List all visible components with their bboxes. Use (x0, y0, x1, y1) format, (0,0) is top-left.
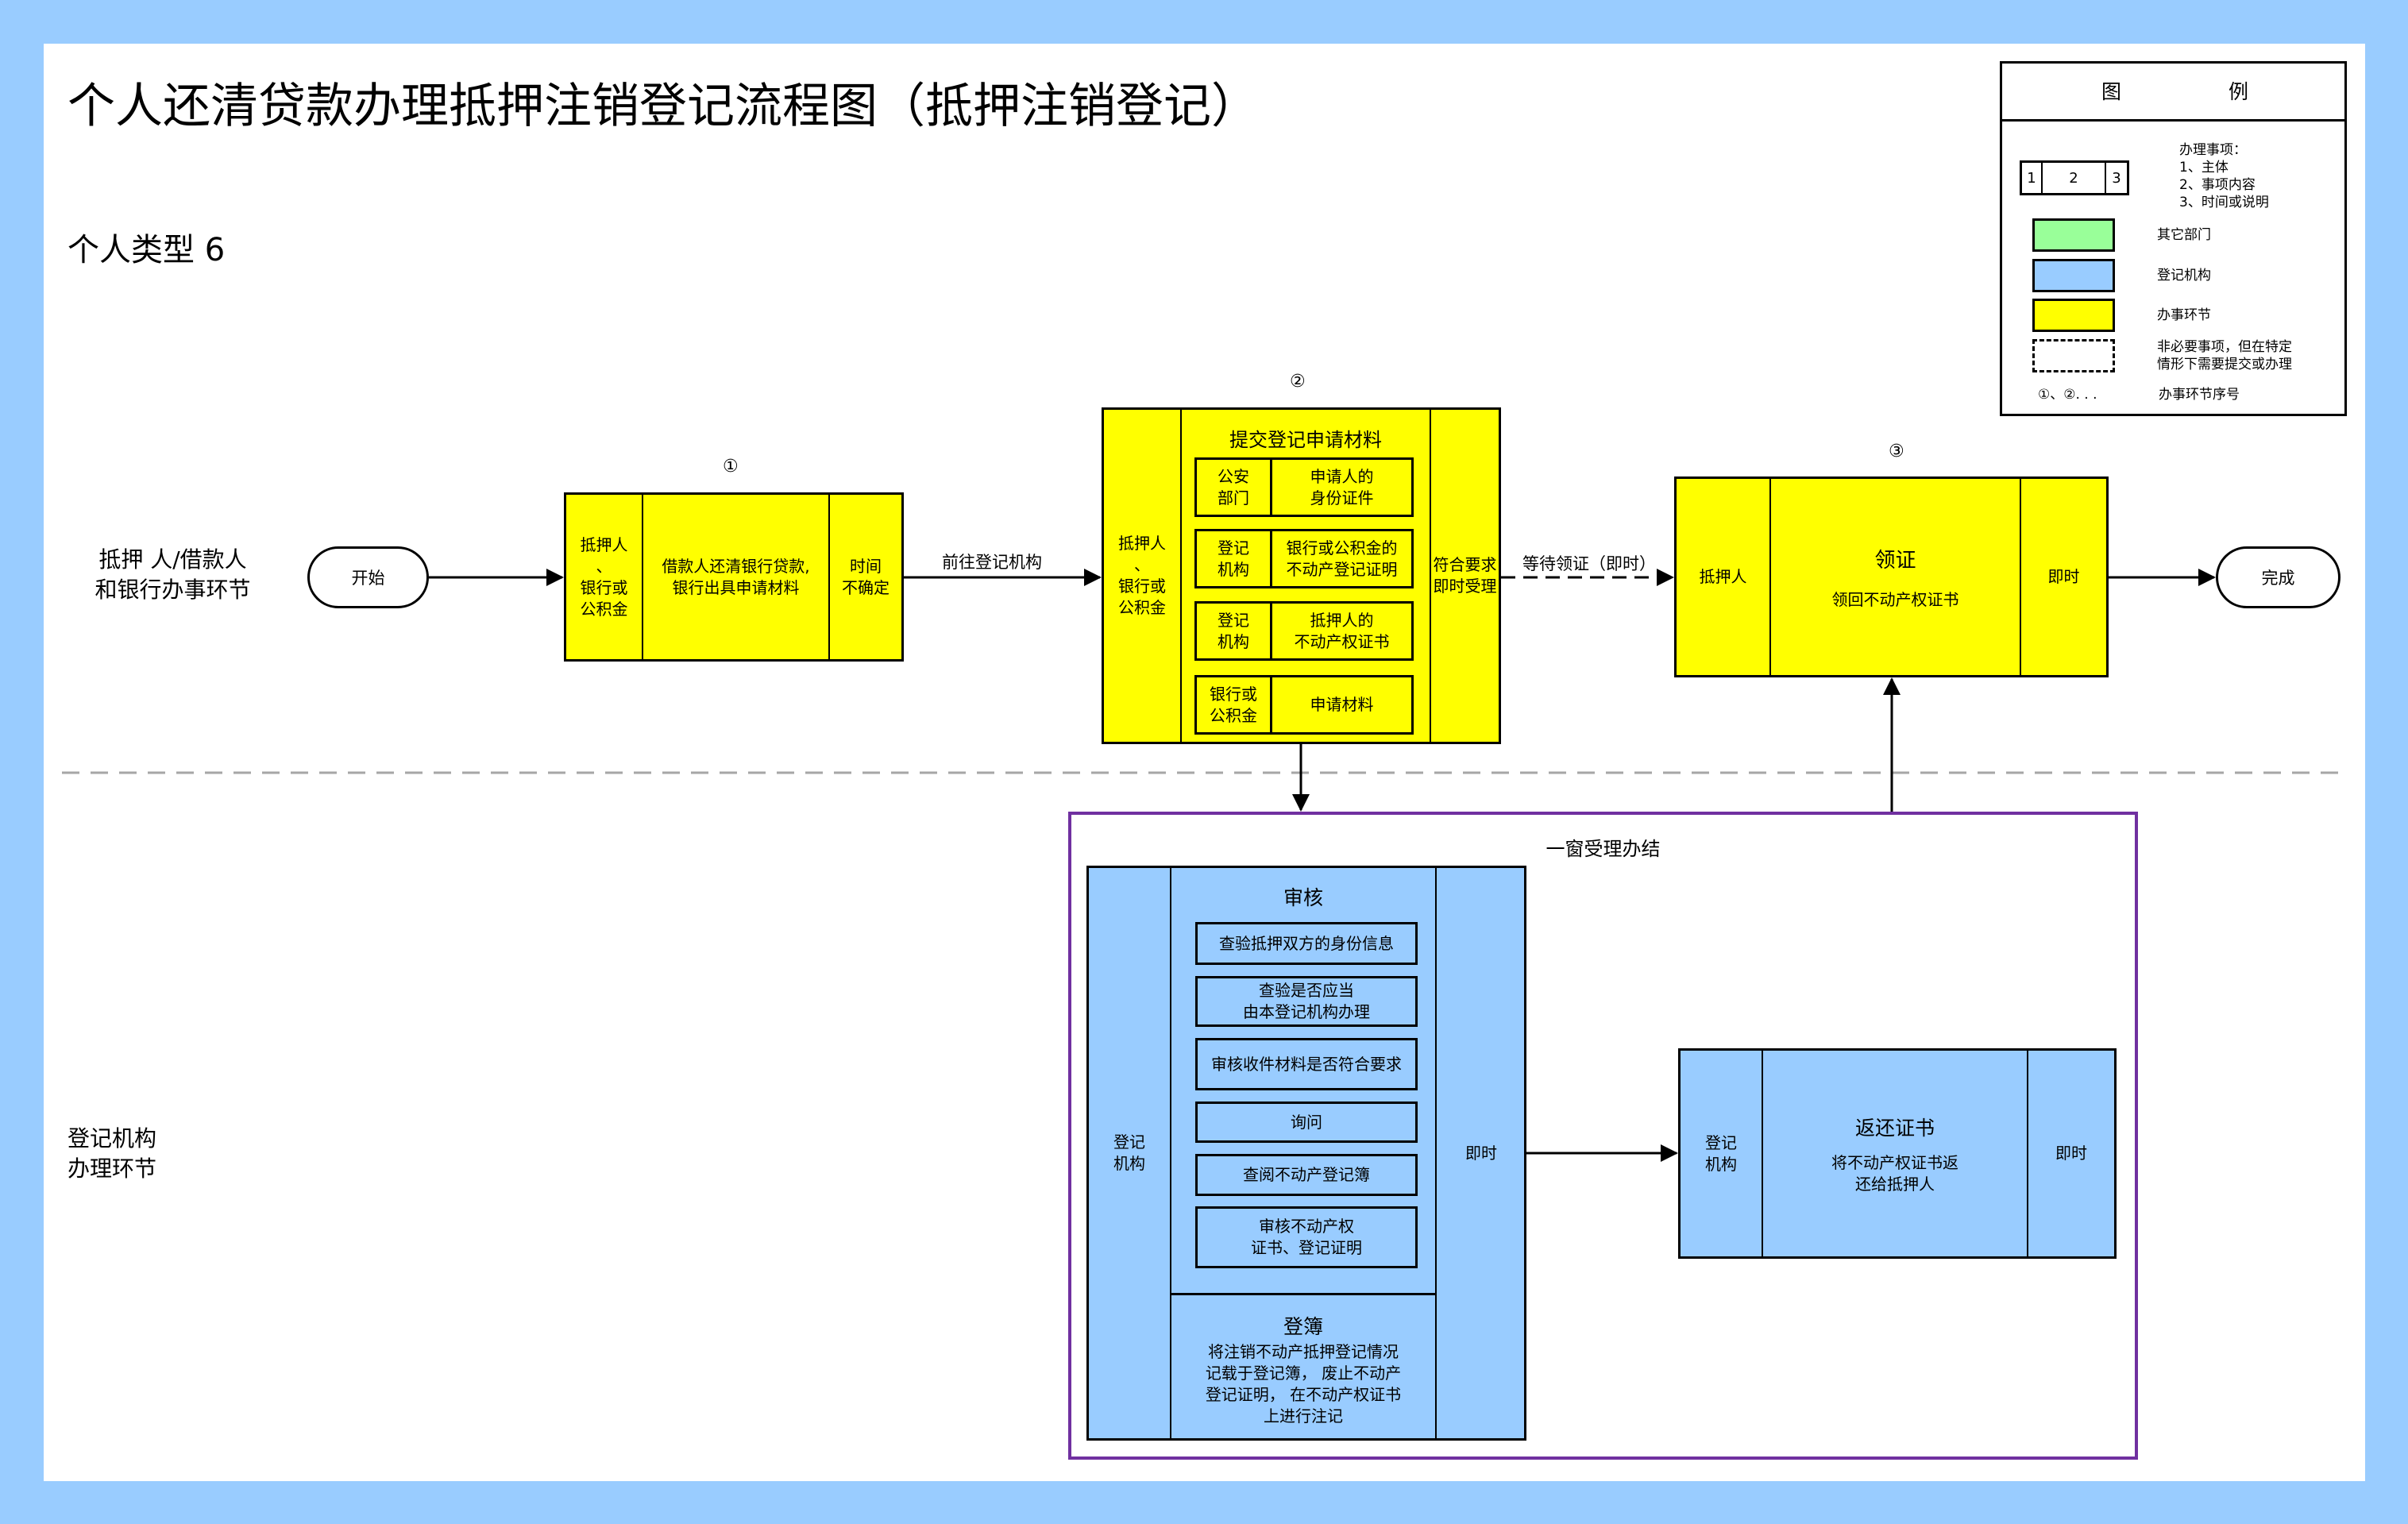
legend-swatch-blue (2032, 259, 2115, 292)
step2-heading: 提交登记申请材料 (1229, 429, 1382, 451)
step2-actor: 抵押人 、 银行或 公积金 (1118, 534, 1166, 617)
step-number-3: ③ (1889, 442, 1904, 461)
material-item: 公安 部门 申请人的 身份证件 (1194, 457, 1414, 517)
review-content: 审核 查验抵押双方的身份信息 查验是否应当 由本登记机构办理 审核收件材料是否符… (1170, 868, 1437, 1438)
legend-sequence-sample: ①、②. . . (2038, 387, 2097, 403)
step2-time: 符合要求 即时受理 (1430, 410, 1499, 742)
edge-label-wait-for-certificate: 等待领证（即时） (1522, 554, 1656, 573)
legend-title-left: 图 (2101, 80, 2122, 103)
legend-title-right: 例 (2229, 80, 2249, 103)
material-name: 申请材料 (1310, 695, 1374, 714)
legend-swatch-yellow (2032, 299, 2115, 332)
diagram-subtitle: 个人类型 6 (68, 232, 226, 268)
review-box: 登记 机构 审核 查验抵押双方的身份信息 查验是否应当 由本登记机构办理 审核收… (1086, 866, 1526, 1441)
return-description: 将不动产权证书返 还给抵押人 (1831, 1152, 1958, 1194)
start-label: 开始 (351, 569, 385, 588)
return-heading: 返还证书 (1854, 1116, 1935, 1140)
step3-content: 领证 领回不动产权证书 (1769, 479, 2020, 675)
material-item: 登记 机构 抵押人的 不动产权证书 (1194, 601, 1414, 661)
step2-content: 提交登记申请材料 公安 部门 申请人的 身份证件 登记 机构 银行或公积金的 不… (1180, 410, 1430, 742)
review-section: 审核 查验抵押双方的身份信息 查验是否应当 由本登记机构办理 审核收件材料是否符… (1171, 868, 1435, 1295)
material-source: 登记 机构 (1197, 531, 1272, 586)
page-title: 个人还清贷款办理抵押注销登记流程图（抵押注销登记） (68, 79, 1259, 134)
return-certificate-box: 登记 机构 返还证书 将不动产权证书返 还给抵押人 即时 (1678, 1048, 2117, 1259)
step3-heading: 领证 (1874, 548, 1916, 573)
return-time: 即时 (2055, 1144, 2087, 1163)
end-terminal: 完成 (2216, 546, 2340, 608)
step3-time: 即时 (2020, 479, 2106, 675)
return-actor: 登记 机构 (1705, 1132, 1737, 1174)
step2-box: 抵押人 、 银行或 公积金 提交登记申请材料 公安 部门 申请人的 身份证件 登… (1102, 407, 1501, 744)
review-check: 审核不动产权 证书、登记证明 (1195, 1206, 1418, 1268)
record-section: 登簿 将注销不动产抵押登记情况 记载于登记簿， 废止不动产 登记证明， 在不动产… (1171, 1295, 1435, 1438)
step1-actor: 抵押人 、 银行或 公积金 (580, 534, 628, 619)
review-time: 即时 (1465, 1143, 1497, 1163)
review-check: 询问 (1195, 1102, 1418, 1143)
review-actor: 登记 机构 (1113, 1132, 1145, 1173)
legend-label-other-dept: 其它部门 (2157, 227, 2211, 243)
review-check: 查阅不动产登记簿 (1195, 1154, 1418, 1196)
review-heading: 审核 (1283, 886, 1323, 909)
legend-sample-cell: 2 (2043, 163, 2106, 193)
step3-box: 抵押人 领证 领回不动产权证书 即时 (1674, 476, 2109, 677)
legend-label-optional: 非必要事项，但在特定 情形下需要提交或办理 (2157, 339, 2292, 372)
record-heading: 登簿 (1283, 1315, 1323, 1338)
one-window-container: 一窗受理办结 (1068, 812, 2138, 1460)
review-check: 查验抵押双方的身份信息 (1195, 922, 1418, 965)
legend-swatch-green (2032, 218, 2115, 252)
step3-description: 领回不动产权证书 (1831, 589, 1959, 609)
legend-sample-description: 办理事项： 1、主体 2、事项内容 3、时间或说明 (2179, 142, 2269, 210)
step-number-1: ① (723, 457, 739, 476)
material-source: 银行或 公积金 (1197, 677, 1272, 732)
material-source: 公安 部门 (1197, 460, 1272, 515)
legend-swatch-dashed (2032, 339, 2115, 372)
step1-time: 时间 不确定 (828, 495, 901, 659)
step-number-2: ② (1290, 372, 1306, 392)
lane-label-applicant: 抵押 人/借款人 和银行办事环节 (95, 546, 251, 603)
step1-content: 借款人还清银行贷款, 银行出具申请材料 (642, 495, 828, 659)
step3-actor: 抵押人 (1699, 567, 1747, 586)
review-check: 审核收件材料是否符合要求 (1195, 1038, 1418, 1090)
one-window-title: 一窗受理办结 (1546, 838, 1661, 860)
material-name: 申请人的 身份证件 (1310, 466, 1374, 507)
edge-label-go-to-registry: 前往登记机构 (942, 553, 1042, 572)
material-name: 抵押人的 不动产权证书 (1294, 610, 1390, 651)
material-source: 登记 机构 (1197, 604, 1272, 658)
legend-label-sequence: 办事环节序号 (2159, 387, 2240, 403)
material-item: 登记 机构 银行或公积金的 不动产登记证明 (1194, 529, 1414, 588)
legend: 图 例 1 2 3 办理事项： 1、主体 2、事项内容 3、时间或说明 其它部门… (2000, 61, 2347, 416)
legend-sample-cell: 1 (2022, 163, 2043, 193)
legend-sample-cell: 3 (2112, 169, 2121, 187)
legend-label-step: 办事环节 (2157, 307, 2211, 323)
record-description: 将注销不动产抵押登记情况 记载于登记簿， 废止不动产 登记证明， 在不动产权证书… (1205, 1342, 1402, 1426)
legend-label-registry: 登记机构 (2157, 268, 2211, 284)
review-check: 查验是否应当 由本登记机构办理 (1195, 976, 1418, 1027)
legend-header: 图 例 (2002, 64, 2344, 122)
return-content: 返还证书 将不动产权证书返 还给抵押人 (1762, 1051, 2028, 1256)
material-item: 银行或 公积金 申请材料 (1194, 675, 1414, 735)
material-name: 银行或公积金的 不动产登记证明 (1286, 538, 1398, 579)
step1-box: 抵押人 、 银行或 公积金 借款人还清银行贷款, 银行出具申请材料 时间 不确定 (564, 492, 904, 662)
start-terminal: 开始 (307, 546, 429, 608)
lane-label-registry: 登记机构 办理环节 (68, 1125, 157, 1182)
legend-sample-box: 1 2 3 (2020, 160, 2129, 195)
end-label: 完成 (2261, 569, 2295, 588)
